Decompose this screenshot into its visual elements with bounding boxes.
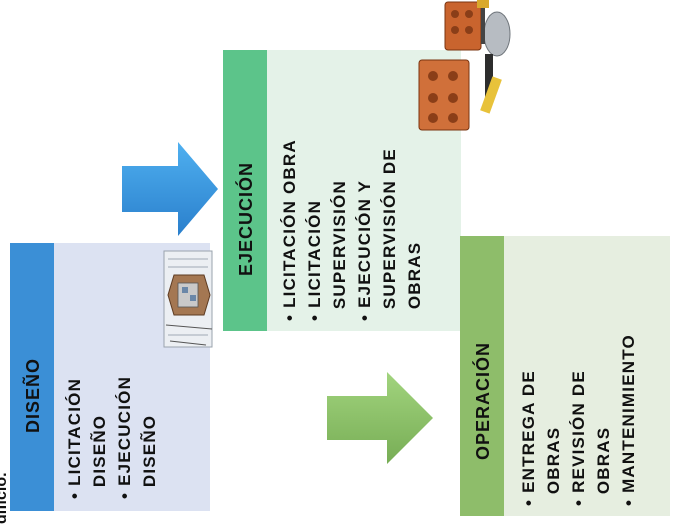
ejecucion-item: SUPERVISIÓN DE (380, 148, 399, 321)
operacion-body: • ENTREGA DE OBRAS • REVISIÓN DE OBRAS •… (504, 236, 670, 516)
diseno-list: • LICITACIÓN DISEÑO • EJECUCIÓN DISEÑO (62, 376, 162, 499)
ejecucion-item: • EJECUCIÓN Y (355, 179, 374, 321)
operacion-panel: OPERACIÓN • ENTREGA DE OBRAS • REVISIÓN … (460, 236, 670, 516)
diseno-item: • LICITACIÓN (65, 377, 84, 499)
operacion-title: OPERACIÓN (473, 341, 493, 460)
ejecucion-item: SUPERVISIÓN (330, 180, 349, 321)
ejecucion-item: • LICITACIÓN OBRA (280, 139, 299, 321)
ejecucion-title: EJECUCIÓN (236, 161, 256, 276)
operacion-item: • REVISIÓN DE (569, 370, 588, 506)
ejecucion-list: • LICITACIÓN OBRA • LICITACIÓN SUPERVISI… (277, 139, 427, 321)
arrow-right-blue (122, 142, 218, 236)
ejecucion-item: • LICITACIÓN (305, 199, 324, 321)
diseno-header: DISEÑO (10, 243, 54, 511)
operacion-item: • MANTENIMIENTO (619, 334, 638, 506)
house-blueprint-image (163, 250, 213, 348)
arrow-right-green (327, 372, 433, 464)
diseno-item: DISEÑO (140, 414, 159, 499)
diseno-title: DISEÑO (23, 357, 43, 433)
operacion-list: • ENTREGA DE OBRAS • REVISIÓN DE OBRAS •… (516, 334, 641, 506)
diseno-panel: DISEÑO • LICITACIÓN DISEÑO • EJECUCIÓN D… (10, 243, 213, 511)
operacion-item: OBRAS (594, 426, 613, 506)
operacion-item: OBRAS (544, 426, 563, 506)
ejecucion-item: OBRAS (405, 241, 424, 321)
diseno-item: • EJECUCIÓN (115, 375, 134, 499)
operacion-header: OPERACIÓN (460, 236, 504, 516)
bricks-tools-image (418, 0, 511, 131)
ejecucion-header: EJECUCIÓN (223, 50, 267, 331)
diseno-item: DISEÑO (90, 414, 109, 499)
operacion-item: • ENTREGA DE (519, 370, 538, 506)
